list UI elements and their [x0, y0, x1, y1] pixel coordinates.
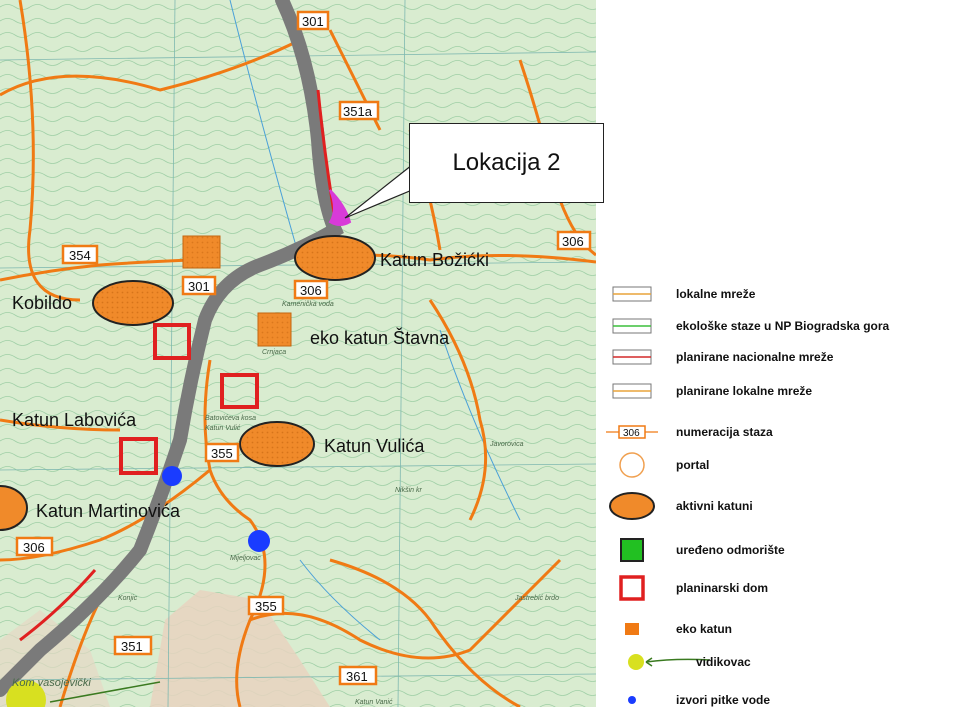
- legend-line-box-icon: [606, 312, 658, 340]
- topographic-map: Kamenička voda Crnjaca Batovićeva kosa K…: [0, 0, 596, 707]
- map-label-batoviceva: Batovićeva kosa: [205, 415, 256, 422]
- eko-katun-dots-1: [183, 236, 220, 268]
- map-label-niksin: Nikšin kr: [395, 487, 423, 494]
- trail-number-361: 361: [338, 665, 378, 686]
- map-label-katun-vulic: Katun Vulić: [205, 425, 241, 432]
- water-spring-2: [248, 530, 270, 552]
- map-label-jastrebic: Jastrebić brdo: [514, 595, 559, 602]
- place-label-stavna: eko katun Štavna: [310, 327, 450, 348]
- streams: [229, 0, 521, 641]
- legend-label: ekološke staze u NP Biogradska gora: [676, 319, 890, 333]
- legend-line-box-icon: [606, 343, 658, 371]
- green-square-icon: [606, 536, 658, 564]
- place-label-bozicki: Katun Božićki: [380, 250, 489, 270]
- svg-text:351: 351: [121, 639, 143, 654]
- trail-number-306-right: 306: [556, 230, 592, 251]
- viewpoint-marker: [6, 680, 46, 707]
- svg-text:306: 306: [562, 234, 584, 249]
- legend-label: portal: [676, 458, 710, 472]
- legend-label: eko katun: [676, 622, 733, 636]
- viewpoint-icon: [606, 648, 710, 676]
- legend-label: planirane lokalne mreže: [676, 384, 813, 398]
- legend-item-eko-katun: eko katun: [606, 615, 732, 643]
- map-label-crnjaca: Crnjaca: [262, 349, 286, 356]
- trails: [0, 0, 596, 707]
- place-label-martinovica: Katun Martinovića: [36, 501, 181, 521]
- trail-number-351a: 351a: [338, 100, 380, 121]
- location-2-marker: [328, 189, 352, 226]
- legend-label: planinarski dom: [676, 581, 769, 595]
- eko-katun-dots-2: [258, 313, 291, 346]
- legend-item-vidikovac: vidikovac: [606, 648, 751, 676]
- legend-item-planirane-lokalne: planirane lokalne mreže: [606, 377, 812, 405]
- legend-item-izvori: izvori pitke vode: [606, 686, 770, 714]
- legend-item-katuni: aktivni katuni: [606, 492, 753, 520]
- svg-text:355: 355: [255, 599, 277, 614]
- blue-dot-icon: [606, 686, 658, 714]
- trail-number-351: 351: [113, 635, 153, 656]
- map-label-vasojevicki: Kom vasojevički: [12, 677, 91, 689]
- place-label-vulica: Katun Vulića: [324, 436, 425, 456]
- svg-text:351a: 351a: [343, 104, 373, 119]
- trail-number-301-top: 301: [296, 10, 330, 31]
- location-callout: Lokacija 2: [409, 123, 604, 203]
- katun-martinovica-ellipse: [0, 485, 28, 531]
- svg-text:355: 355: [211, 446, 233, 461]
- legend-label: lokalne mreže: [676, 287, 756, 301]
- svg-text:301: 301: [302, 14, 324, 29]
- svg-text:306: 306: [23, 540, 45, 555]
- orange-small-square-icon: [606, 615, 658, 643]
- legend-label: aktivni katuni: [676, 499, 753, 513]
- legend-item-nacionalne: planirane nacionalne mreže: [606, 343, 833, 371]
- svg-text:354: 354: [69, 248, 91, 263]
- legend-line-box-icon: [606, 377, 658, 405]
- trail-number-301-mid: 301: [181, 275, 217, 296]
- water-spring-1: [162, 466, 182, 486]
- legend-label: uređeno odmorište: [676, 543, 785, 557]
- map-label-kamenicka: Kamenička voda: [282, 301, 334, 308]
- map-label-mijeljovac: Mijeljovac: [230, 555, 261, 562]
- trail-number-306-mid: 306: [293, 279, 329, 300]
- road-edge-lower: [19, 569, 97, 642]
- legend-item-dom: planinarski dom: [606, 574, 768, 602]
- svg-text:306: 306: [300, 283, 322, 298]
- legend-item-ekoloske: ekološke staze u NP Biogradska gora: [606, 312, 889, 340]
- legend-label: izvori pitke vode: [676, 693, 771, 707]
- planinarski-dom-2: [220, 373, 259, 409]
- legend-label: vidikovac: [696, 655, 751, 669]
- red-square-outline-icon: [606, 574, 658, 602]
- map-label-konjic: Konjic: [118, 595, 138, 602]
- katun-vulica-dots: [242, 424, 312, 464]
- trail-number-306-left: 306: [15, 536, 54, 557]
- legend-item-odmoriste: uređeno odmorište: [606, 536, 785, 564]
- legend-trail-number: 306: [623, 428, 640, 439]
- legend-item-lokalne: lokalne mreže: [606, 280, 755, 308]
- legend-line-box-icon: [606, 280, 658, 308]
- legend-label: numeracija staza: [676, 425, 773, 439]
- main-road: [0, 0, 344, 697]
- kobildo-dots: [95, 283, 171, 323]
- legend-item-portal: portal: [606, 451, 709, 479]
- trail-number-icon: 306: [606, 418, 658, 446]
- planinarski-dom-1: [153, 323, 191, 360]
- trail-number-355-mid: 355: [204, 442, 240, 463]
- viewpoint-arrow: [49, 681, 161, 703]
- legend-item-numeracija: 306 numeracija staza: [606, 418, 773, 446]
- legend-label: planirane nacionalne mreže: [676, 350, 834, 364]
- trail-number-354: 354: [61, 244, 99, 265]
- katun-bozicki-dots: [297, 238, 373, 278]
- planinarski-dom-3: [119, 437, 158, 475]
- trail-number-355-low: 355: [247, 595, 285, 616]
- svg-text:361: 361: [346, 669, 368, 684]
- svg-text:301: 301: [188, 279, 210, 294]
- orange-ellipse-icon: [606, 492, 658, 520]
- map-label-katun-vanic: Katun Vanić: [355, 699, 393, 706]
- place-label-kobildo: Kobildo: [12, 293, 72, 313]
- portal-circle-icon: [606, 451, 658, 479]
- place-label-labovica: Katun Labovića: [12, 410, 137, 430]
- map-label-javorovica: Javorovica: [489, 441, 524, 448]
